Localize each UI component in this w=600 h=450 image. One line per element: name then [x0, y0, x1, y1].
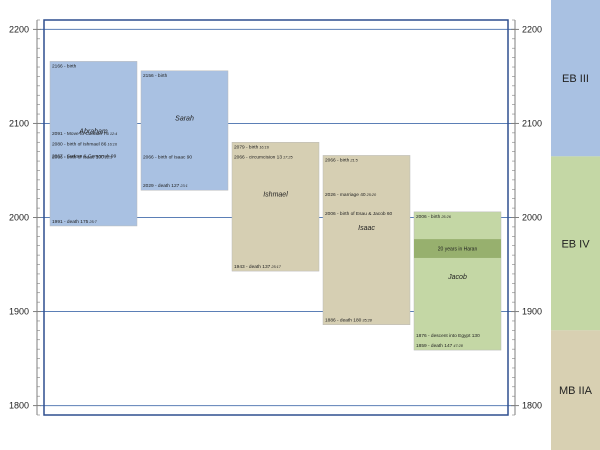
event-text: 1943 - death 137: [234, 264, 271, 270]
event-text: 2091 - Move to Canaan 75: [52, 131, 109, 137]
event-label: 2080 - birth of Ishmael 86 16:16: [52, 141, 118, 147]
tick-label: 2100: [9, 118, 29, 128]
lifespan-rect: [140, 70, 229, 191]
event-label: 2066 - birth of Isaac 100 21:5: [52, 154, 113, 160]
event-text: 2006 - birth: [416, 214, 441, 220]
event-label: 2156 - birth: [143, 73, 168, 79]
person-bar: Jacob 2006 - birth 25:26 1876 - descent in…: [413, 211, 502, 351]
tick-label: 2000: [9, 213, 29, 223]
band-rect: [414, 239, 501, 258]
event-label: 2166 - birth: [52, 63, 77, 69]
person-name: Isaac: [358, 225, 375, 232]
tick-label: 1900: [9, 307, 29, 317]
event-ref: 25:20: [366, 193, 377, 197]
lifespan-rect: [49, 61, 138, 227]
event-ref: 35:28: [361, 319, 372, 323]
event-text: 1859 - death 147: [416, 343, 453, 349]
person-name: Jacob: [447, 274, 467, 281]
event-text: 2166 - birth: [52, 63, 77, 69]
event-label: 2029 - death 127 23:1: [143, 183, 188, 189]
event-ref: 16:16: [258, 145, 269, 149]
left-axis: 2200 2100 2000 1900 1800: [9, 19, 41, 416]
lifespan-bars: Abraham 2166 - birth 2091 - Move to Canaan…: [49, 61, 502, 351]
event-ref: 25:7: [88, 220, 97, 224]
event-text: 1876 - descent into Egypt 130: [416, 333, 480, 339]
event-label: 2006 - birth of Esau & Jacob 60: [325, 211, 393, 217]
era-label: MB IIA: [559, 385, 593, 397]
event-text: 1886 - death 180: [325, 318, 362, 324]
event-text: 1991 - death 175: [52, 219, 89, 225]
era-band: [551, 156, 600, 331]
person-name: Sarah: [175, 116, 194, 123]
person-bar: Ishmael 2079 - birth 16:16 2066 - circumci…: [231, 142, 320, 272]
event-label: 2066 - birth of Isaac 90: [143, 154, 192, 160]
event-ref: 23:1: [179, 184, 187, 188]
tick-label: 1800: [522, 401, 542, 411]
event-text: 2026 - marriage 40: [325, 192, 366, 198]
event-text: 2079 - birth: [234, 144, 259, 150]
era-label: EB III: [562, 73, 589, 85]
event-ref: 25:17: [270, 265, 281, 269]
event-label: 1876 - descent into Egypt 130: [416, 333, 480, 339]
event-label: 2006 - birth 25:26: [416, 214, 452, 220]
tick-label: 2000: [522, 213, 542, 223]
right-axis: 2200 2100 2000 1900 1800: [511, 19, 542, 416]
event-text: 2066 - birth of Isaac 100: [52, 154, 104, 160]
era-band: [551, 0, 600, 157]
event-ref: 12:4: [109, 132, 117, 136]
event-text: 2066 - circumcision 13: [234, 154, 282, 160]
person-bar: Sarah 2156 - birth 2066 - birth of Isaac 9…: [140, 70, 229, 191]
event-ref: 21:5: [104, 155, 113, 159]
lifespan-rect: [413, 211, 502, 351]
event-ref: 47:28: [452, 344, 463, 348]
event-ref: 21:5: [349, 158, 358, 162]
person-bar: Abraham 2166 - birth 2091 - Move to Canaan…: [49, 61, 138, 227]
era-band: [551, 330, 600, 450]
event-label: 1859 - death 147 47:28: [416, 343, 464, 349]
event-text: 2006 - birth of Esau & Jacob 60: [325, 211, 393, 217]
event-label: 2067 - Sodom & Gomorrah 99: [52, 153, 117, 159]
lifespan-rect: [231, 142, 320, 272]
event-text: 2066 - birth: [325, 157, 350, 163]
person-name: Ishmael: [263, 192, 288, 199]
plot-border: [43, 19, 509, 416]
era-label: EB IV: [561, 238, 590, 250]
tick-label: 2200: [9, 24, 29, 34]
era-column: EB III EB IV MB IIA: [551, 0, 600, 450]
event-label: 2066 - birth 21:5: [325, 157, 359, 163]
event-ref: 17:25: [282, 155, 293, 159]
event-label: 2026 - marriage 40 25:20: [325, 192, 377, 198]
event-text: 2066 - birth of Isaac 90: [143, 154, 192, 160]
tick-label: 2100: [522, 118, 542, 128]
event-text: 2156 - birth: [143, 73, 168, 79]
event-text: 2029 - death 127: [143, 183, 180, 189]
tick-label: 1800: [9, 401, 29, 411]
event-label: 2091 - Move to Canaan 75 12:4: [52, 131, 117, 137]
person-bar: Isaac 2066 - birth 21:5 2026 - marriage 40…: [322, 155, 411, 325]
tick-label: 2200: [522, 24, 542, 34]
event-label: 1943 - death 137 25:17: [234, 264, 282, 270]
event-text: 2080 - birth of Ishmael 86: [52, 141, 107, 147]
event-label: 1886 - death 180 35:28: [325, 318, 373, 324]
event-label: 2079 - birth 16:16: [234, 144, 270, 150]
band-label: 20 years in Haran: [438, 247, 478, 253]
tick-label: 1900: [522, 307, 542, 317]
event-ref: 16:16: [106, 142, 117, 146]
lifespan-rect: [322, 155, 411, 325]
event-label: 2066 - circumcision 13 17:25: [234, 154, 293, 160]
chart-frame: [43, 19, 509, 416]
person-name: Abraham: [78, 129, 108, 136]
event-label: 1991 - death 175 25:7: [52, 219, 98, 225]
event-ref: 25:26: [440, 215, 451, 219]
event-text: 2067 - Sodom & Gomorrah 99: [52, 153, 117, 159]
